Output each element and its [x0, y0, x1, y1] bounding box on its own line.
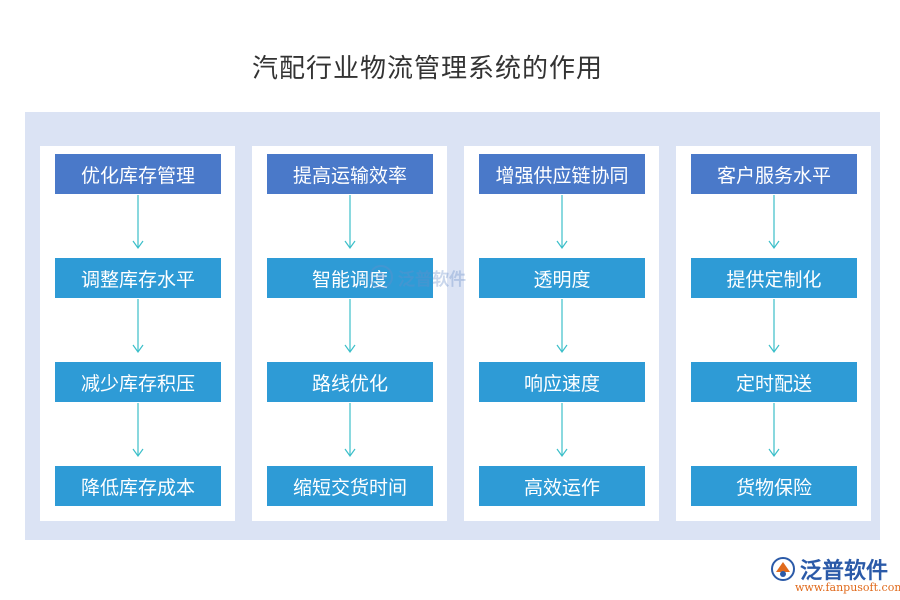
column-inventory: 优化库存管理 调整库存水平 减少库存积压 降低库存成本 [40, 146, 235, 521]
arrow-down-icon [768, 299, 780, 355]
arrow-down-icon [768, 403, 780, 459]
column-header: 客户服务水平 [691, 154, 857, 194]
column-transport: 提高运输效率 智能调度 路线优化 缩短交货时间 [252, 146, 447, 521]
step-box: 响应速度 [479, 362, 645, 402]
step-box: 减少库存积压 [55, 362, 221, 402]
brand-url: www.fanpusoft.com [795, 581, 900, 594]
arrow-down-icon [768, 195, 780, 251]
arrow-down-icon [344, 403, 356, 459]
arrow-down-icon [344, 195, 356, 251]
arrow-down-icon [556, 195, 568, 251]
brand-logo: 泛普软件 [770, 553, 888, 585]
arrow-down-icon [344, 299, 356, 355]
arrow-down-icon [132, 195, 144, 251]
step-box: 提供定制化 [691, 258, 857, 298]
step-box: 定时配送 [691, 362, 857, 402]
step-box: 路线优化 [267, 362, 433, 402]
brand-logo-icon [771, 557, 795, 581]
step-box: 透明度 [479, 258, 645, 298]
arrow-down-icon [556, 299, 568, 355]
column-customer-service: 客户服务水平 提供定制化 定时配送 货物保险 [676, 146, 871, 521]
brand-name: 泛普软件 [800, 559, 889, 584]
column-header: 提高运输效率 [267, 154, 433, 194]
step-box: 缩短交货时间 [267, 466, 433, 506]
arrow-down-icon [556, 403, 568, 459]
step-box: 智能调度 [267, 258, 433, 298]
column-header: 增强供应链协同 [479, 154, 645, 194]
step-box: 降低库存成本 [55, 466, 221, 506]
column-supply-chain: 增强供应链协同 透明度 响应速度 高效运作 [464, 146, 659, 521]
arrow-down-icon [132, 403, 144, 459]
step-box: 货物保险 [691, 466, 857, 506]
column-header: 优化库存管理 [55, 154, 221, 194]
diagram-title: 汽配行业物流管理系统的作用 [252, 54, 604, 84]
step-box: 高效运作 [479, 466, 645, 506]
arrow-down-icon [132, 299, 144, 355]
step-box: 调整库存水平 [55, 258, 221, 298]
